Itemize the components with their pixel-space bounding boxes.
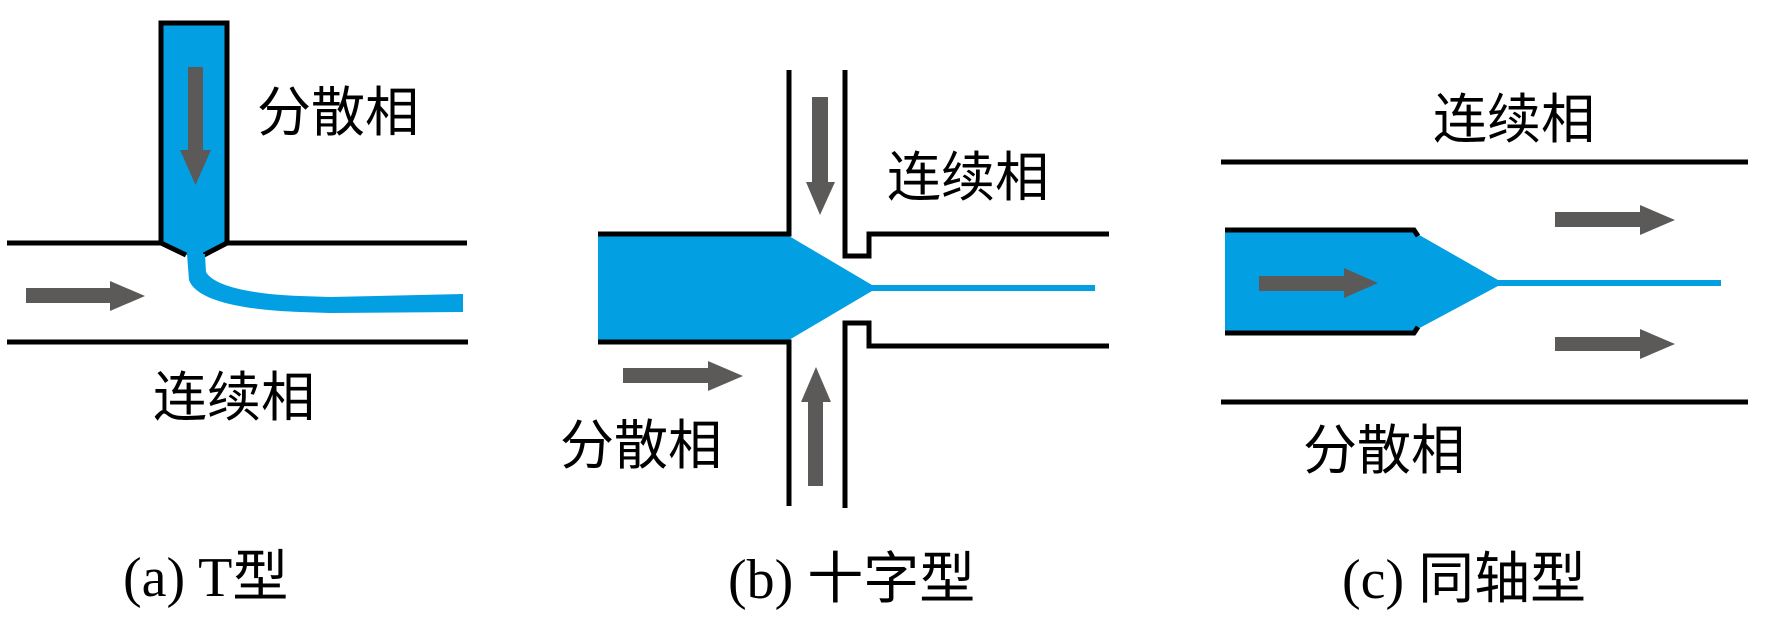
t-continuous-flow-arrow-icon xyxy=(26,281,145,311)
cross-continuous-down-arrow-icon xyxy=(806,97,835,215)
t-dispersed-inlet-wall xyxy=(158,20,230,258)
coaxial-continuous-upper-arrow-icon xyxy=(1555,205,1675,235)
t-dispersed-flow-arrow-icon xyxy=(180,67,211,185)
cross-continuous-up-arrow-icon xyxy=(801,367,831,486)
cross-left-channel-bottom-wall xyxy=(598,339,792,506)
cross-dispersed-fluid xyxy=(598,236,1095,340)
t-dispersed-phase-label: 分散相 xyxy=(257,81,419,144)
cross-right-bottom-wall xyxy=(842,320,1109,508)
cross-dispersed-phase-label: 分散相 xyxy=(560,414,722,477)
coaxial-dispersed-fluid xyxy=(1225,232,1721,331)
panel-coaxial: 连续相 分散相 (c) 同轴型 xyxy=(1221,88,1748,611)
coaxial-dispersed-flow-arrow-icon xyxy=(1259,268,1378,298)
coaxial-continuous-phase-label: 连续相 xyxy=(1433,88,1595,151)
panel-t-junction: 分散相 连续相 (a) T型 xyxy=(7,20,468,609)
coaxial-continuous-lower-arrow-icon xyxy=(1555,329,1675,359)
coaxial-inner-capillary-top-wall xyxy=(1225,227,1421,238)
t-continuous-phase-label: 连续相 xyxy=(153,366,315,429)
cross-dispersed-flow-arrow-icon xyxy=(623,361,743,391)
t-dispersed-stream xyxy=(187,254,463,313)
cross-left-channel-top-wall xyxy=(598,70,792,237)
coaxial-panel-caption: (c) 同轴型 xyxy=(1342,549,1586,611)
coaxial-dispersed-phase-label: 分散相 xyxy=(1303,419,1465,482)
cross-right-top-wall xyxy=(842,70,1109,259)
panel-cross-junction: 连续相 分散相 (b) 十字型 xyxy=(560,70,1109,611)
cross-panel-caption: (b) 十字型 xyxy=(728,549,975,611)
cross-continuous-phase-label: 连续相 xyxy=(887,146,1049,209)
t-panel-caption: (a) T型 xyxy=(123,547,288,609)
coaxial-inner-capillary-bottom-wall xyxy=(1225,325,1421,336)
